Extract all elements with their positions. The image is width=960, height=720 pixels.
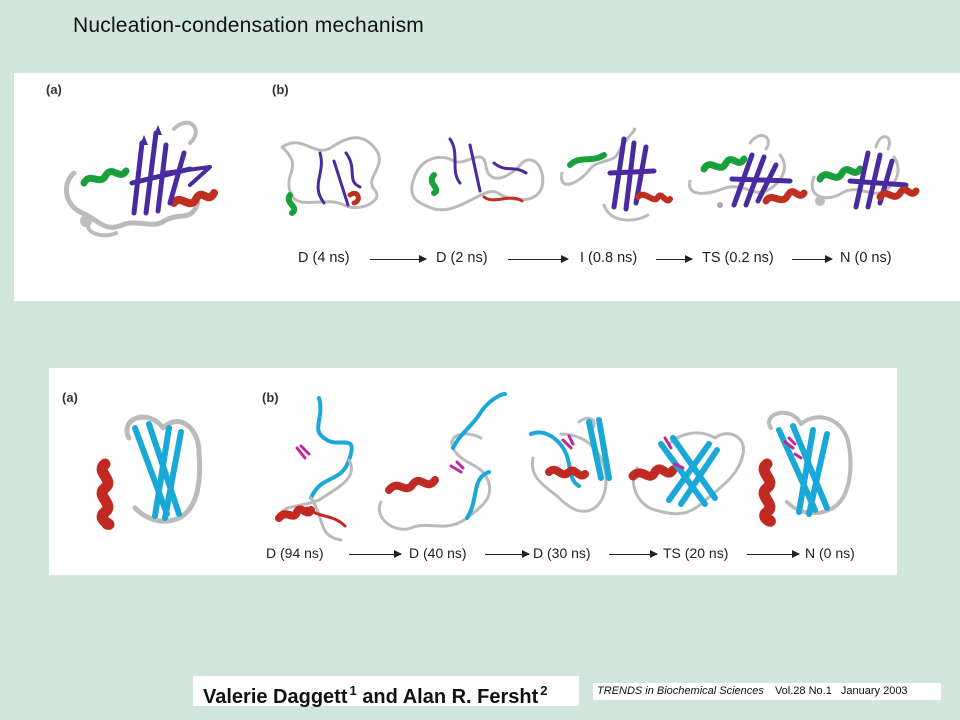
author-2-affiliation: 2 <box>540 683 548 698</box>
arrow-right-icon <box>508 255 569 263</box>
state-label: D (40 ns) <box>409 545 467 561</box>
state-label: I (0.8 ns) <box>580 250 638 266</box>
arrow-right-icon <box>349 550 402 558</box>
panel-a-label: (a) <box>46 82 62 97</box>
state-label: N (0 ns) <box>805 545 855 561</box>
figure-bottom-panel: (a) (b) <box>49 368 897 575</box>
author-1: Valerie Daggett <box>203 686 348 708</box>
author-1-affiliation: 1 <box>349 683 357 698</box>
journal-date: January 2003 <box>840 685 908 697</box>
journal-name: TRENDS in Biochemical Sciences <box>597 685 764 697</box>
arrow-right-icon <box>609 550 658 558</box>
state-label: N (0 ns) <box>840 250 892 266</box>
state-label: D (2 ns) <box>436 250 488 266</box>
state-label: TS (20 ns) <box>663 545 729 561</box>
protein-structures-top <box>64 120 920 238</box>
state-label: TS (0.2 ns) <box>702 250 774 266</box>
protein-structures-bottom <box>96 392 853 542</box>
structure-d40ns <box>377 392 507 531</box>
structure-ts02ns <box>688 134 808 208</box>
structure-d4ns <box>280 136 381 216</box>
structure-d94ns <box>275 396 354 542</box>
arrow-right-icon <box>747 550 800 558</box>
state-label: D (94 ns) <box>266 545 324 561</box>
native-structure-a <box>96 414 203 530</box>
journal-volume: Vol.28 No.1 <box>774 685 832 697</box>
slide-title: Nucleation-condensation mechanism <box>73 14 424 37</box>
structure-d2ns <box>410 137 545 212</box>
structure-n0ns <box>758 410 853 527</box>
arrow-right-icon <box>792 255 833 263</box>
panel-a-label: (a) <box>62 390 78 405</box>
structure-ts20ns <box>628 431 745 516</box>
author-2: Alan R. Fersht <box>402 686 539 708</box>
structure-d30ns <box>529 416 612 513</box>
arrow-right-icon <box>485 550 530 558</box>
arrow-right-icon <box>370 255 427 263</box>
structure-n0ns <box>810 135 920 210</box>
state-label: D (4 ns) <box>298 250 350 266</box>
state-label: D (30 ns) <box>533 545 591 561</box>
arrow-right-icon <box>656 255 693 263</box>
panel-b-label: (b) <box>272 82 289 97</box>
native-structure-a <box>64 120 218 238</box>
structure-i08ns <box>560 127 673 222</box>
panel-b-label: (b) <box>262 390 279 405</box>
journal-citation: TRENDS in Biochemical Sciences Vol.28 No… <box>593 683 941 700</box>
author-connector: and <box>362 686 398 708</box>
figure-top-panel: (a) (b) <box>14 73 960 301</box>
